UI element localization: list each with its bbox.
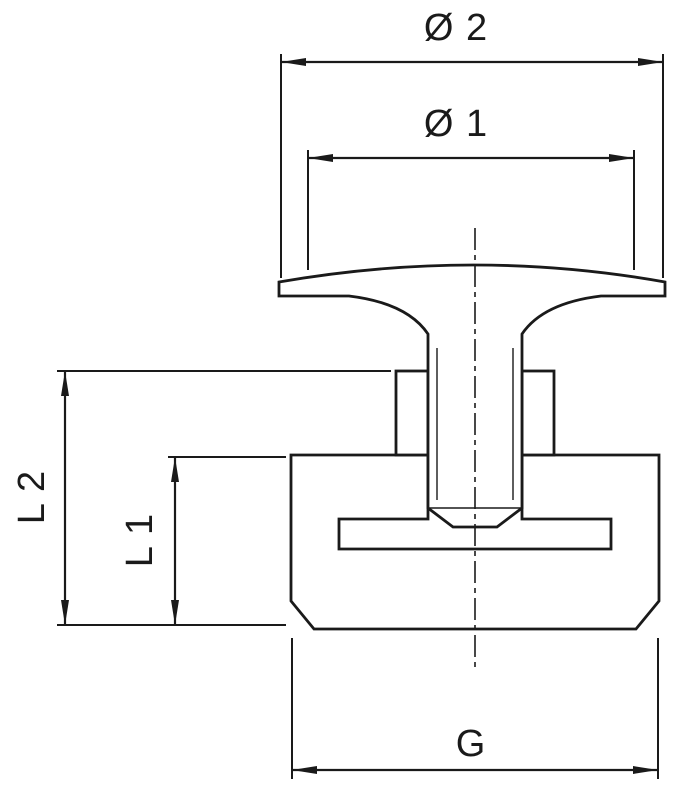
dimension-label-l2: L 2 xyxy=(11,470,53,524)
screw-outline xyxy=(277,263,667,529)
dimension-label-g: G xyxy=(456,723,487,765)
collar-left-underlay xyxy=(396,371,428,455)
dimension-label-d2: Ø 2 xyxy=(424,7,488,49)
dimension-g: G xyxy=(291,638,659,779)
cap-screw-section xyxy=(277,263,667,529)
dimension-label-l1: L 1 xyxy=(119,513,161,567)
collar-right-underlay xyxy=(522,371,554,455)
dimension-l1: L 1 xyxy=(119,456,286,625)
dimension-d1: Ø 1 xyxy=(307,103,635,270)
screw-underlay xyxy=(279,265,665,527)
dimension-l2: L 2 xyxy=(11,370,391,626)
dimension-d2: Ø 2 xyxy=(280,7,664,278)
dimension-label-d1: Ø 1 xyxy=(424,103,488,145)
